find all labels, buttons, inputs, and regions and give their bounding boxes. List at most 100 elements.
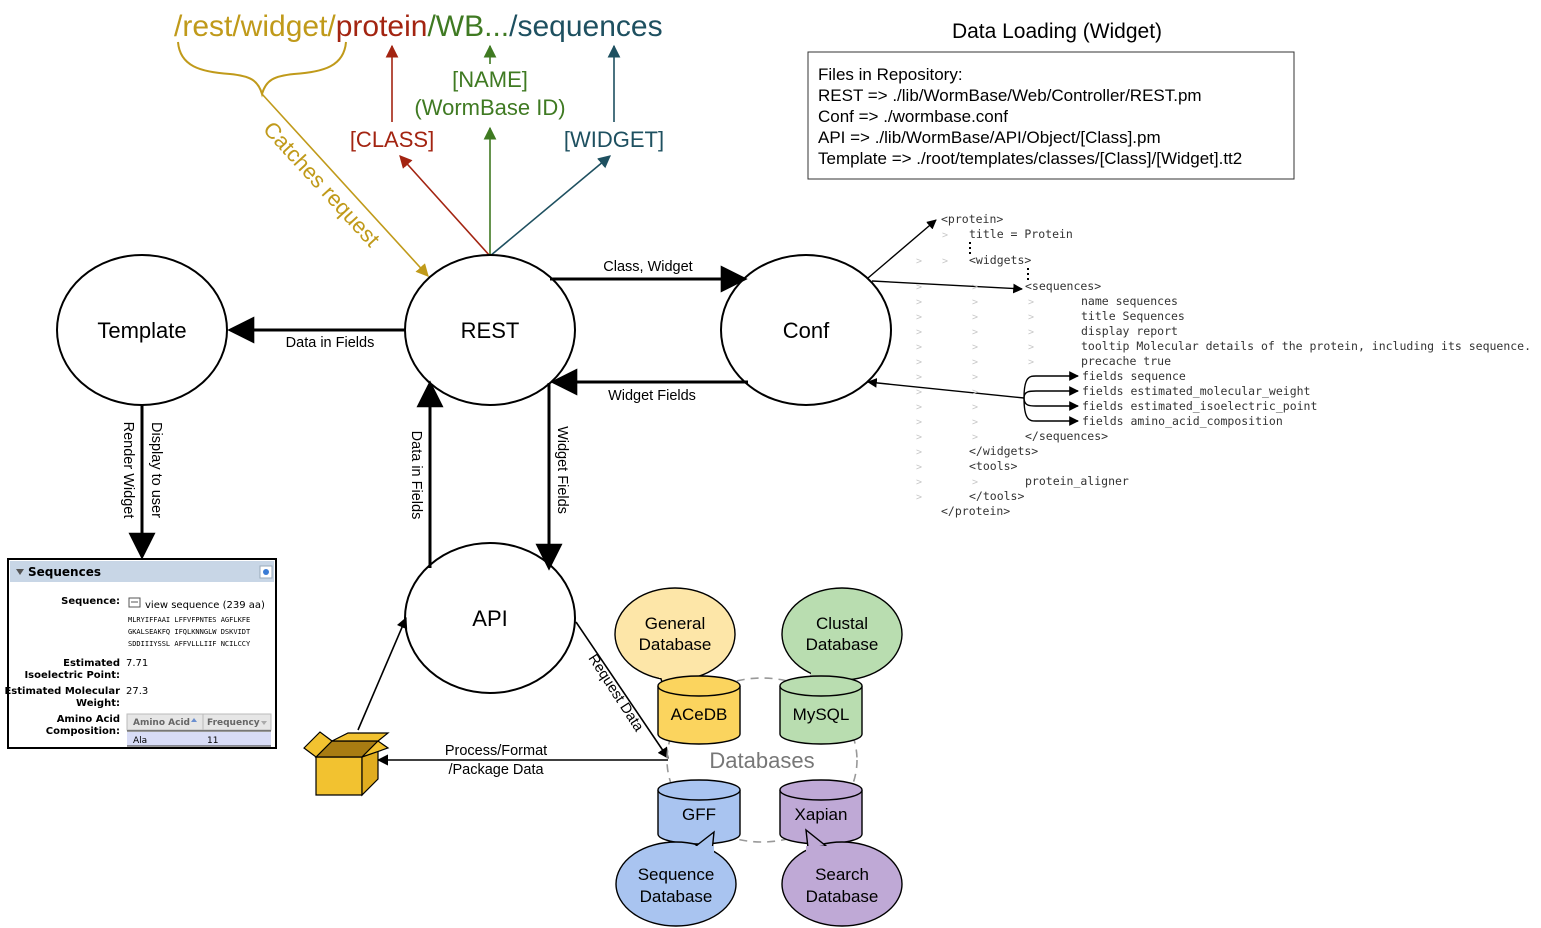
svg-text:>: > <box>972 432 978 443</box>
conf-code-line: title Sequences <box>1081 309 1185 323</box>
gff-cylinder-icon <box>657 779 741 845</box>
amino-acid-composition-label: Composition: <box>46 726 120 737</box>
class-label: [CLASS] <box>350 127 434 152</box>
rest-node-label: REST <box>461 318 520 343</box>
molecular-weight-label: Weight: <box>76 698 120 709</box>
conf-code-line: </widgets> <box>969 444 1038 458</box>
field-branch-arrow <box>1023 371 1079 399</box>
clustal-database-label: Database <box>806 635 879 654</box>
rest-brace <box>177 41 347 98</box>
process-format-label: Process/Format <box>445 743 547 759</box>
sequence-database-label: Sequence <box>638 865 715 884</box>
fields-to-conf-arrow <box>867 378 1025 399</box>
widget-label: [WIDGET] <box>564 127 664 152</box>
files-box-line: Files in Repository: <box>818 65 963 84</box>
mysql-cylinder-icon <box>779 675 863 745</box>
svg-text:>: > <box>916 447 922 458</box>
url-rest-part: /rest/widget/ <box>174 10 336 43</box>
conf-code-line: </sequences> <box>1025 429 1108 443</box>
diagram-title: Data Loading (Widget) <box>952 20 1162 43</box>
svg-text:>: > <box>916 477 922 488</box>
class-widget-label: Class, Widget <box>603 259 692 275</box>
conf-code-line: fields sequence <box>1082 369 1186 383</box>
sequence-database-bubble <box>615 830 737 927</box>
sequence-database-label: Database <box>640 887 713 906</box>
svg-text:>: > <box>972 297 978 308</box>
sequence-text-line: MLRYIFFAAI LFFVFPNTES AGFLKFE <box>128 616 250 624</box>
svg-text:>: > <box>1028 327 1034 338</box>
template-node-label: Template <box>97 318 186 343</box>
svg-text:>: > <box>972 417 978 428</box>
svg-text:>: > <box>916 342 922 353</box>
svg-text:>: > <box>942 230 948 241</box>
conf-code-line: title = Protein <box>969 227 1073 241</box>
view-sequence-link[interactable]: view sequence (239 aa) <box>145 600 265 611</box>
files-box <box>807 51 1295 180</box>
svg-text:>: > <box>916 462 922 473</box>
url-class-part: protein <box>336 10 428 43</box>
catches-request-arrow <box>261 93 429 277</box>
clustal-database-label: Clustal <box>816 614 868 633</box>
amino-acid-cell: Ala <box>133 736 147 746</box>
widget-settings-icon[interactable] <box>259 565 273 579</box>
name-label: [NAME] <box>452 67 528 92</box>
xapian-cylinder-icon <box>779 779 863 845</box>
conf-node-label: Conf <box>783 318 830 343</box>
url-line: /rest/widget/protein/WB.../sequences <box>174 10 663 43</box>
svg-text:>: > <box>972 477 978 488</box>
conf-code-line: <protein> <box>941 212 1003 226</box>
conf-to-protein-arrow <box>867 219 937 279</box>
files-box-line: Conf => ./wormbase.conf <box>818 107 1008 126</box>
conf-code-line: <widgets> <box>969 253 1031 267</box>
molecular-weight-value: 27.3 <box>126 686 148 697</box>
conf-to-sequences-arrow <box>871 280 1023 294</box>
sequence-field-label: Sequence: <box>61 596 120 607</box>
conf-code-line: </protein> <box>941 504 1010 518</box>
conf-code-line: </tools> <box>969 489 1024 503</box>
svg-text:>: > <box>1028 297 1034 308</box>
url-widget-part: /sequences <box>509 10 662 43</box>
rest-to-class-arrow <box>399 155 491 257</box>
field-branch-arrow <box>1023 397 1079 426</box>
display-to-user-label: Display to user <box>148 422 164 518</box>
conf-code-line: fields estimated_molecular_weight <box>1082 384 1310 398</box>
acedb-cylinder-icon <box>657 675 741 745</box>
conf-code-line: tooltip Molecular details of the protein… <box>1081 339 1531 353</box>
view-sequence-icon[interactable] <box>128 597 141 608</box>
conf-indent-guides: > >> >> >>> >>> >>> >>> >>> >> >> >> >> … <box>916 230 1034 503</box>
search-database-label: Database <box>806 887 879 906</box>
svg-text:>: > <box>916 312 922 323</box>
conf-code-line: <tools> <box>969 459 1018 473</box>
svg-text:>: > <box>972 357 978 368</box>
amino-acid-column-header[interactable]: Amino Acid <box>133 718 190 728</box>
field-branch-arrow <box>1023 397 1079 411</box>
svg-text:>: > <box>972 282 978 293</box>
conf-node <box>720 254 892 406</box>
search-database-label: Search <box>815 865 869 884</box>
amino-acid-table <box>126 713 272 747</box>
sequence-text-line: SDDIIIYSSL AFFVLLLIIF NCILCCY <box>128 640 251 648</box>
isoelectric-point-label: Isoelectric Point: <box>24 670 120 681</box>
sort-ascending-icon[interactable] <box>191 718 197 722</box>
conf-code-line: display report <box>1081 324 1178 338</box>
svg-text:>: > <box>916 327 922 338</box>
rest-to-widget-arrow <box>489 155 611 257</box>
collapse-triangle-icon[interactable] <box>16 569 24 575</box>
mysql-label: MySQL <box>793 705 850 724</box>
wormbase-id-label: (WormBase ID) <box>414 95 565 120</box>
api-node-label: API <box>472 606 507 631</box>
conf-code-line: <sequences> <box>1025 279 1101 293</box>
general-database-label: Database <box>639 635 712 654</box>
files-box-line: REST => ./lib/WormBase/Web/Controller/RE… <box>818 86 1202 105</box>
databases-label: Databases <box>709 748 814 773</box>
package-to-api-arrow <box>357 616 408 731</box>
conf-code-line: fields estimated_isoelectric_point <box>1082 399 1317 413</box>
svg-text:>: > <box>916 372 922 383</box>
conf-code-line: name sequences <box>1081 294 1178 308</box>
svg-text:>: > <box>916 297 922 308</box>
sort-icon[interactable] <box>261 721 267 725</box>
acedb-label: ACeDB <box>671 705 728 724</box>
svg-text:>: > <box>916 417 922 428</box>
frequency-column-header[interactable]: Frequency <box>207 718 260 728</box>
